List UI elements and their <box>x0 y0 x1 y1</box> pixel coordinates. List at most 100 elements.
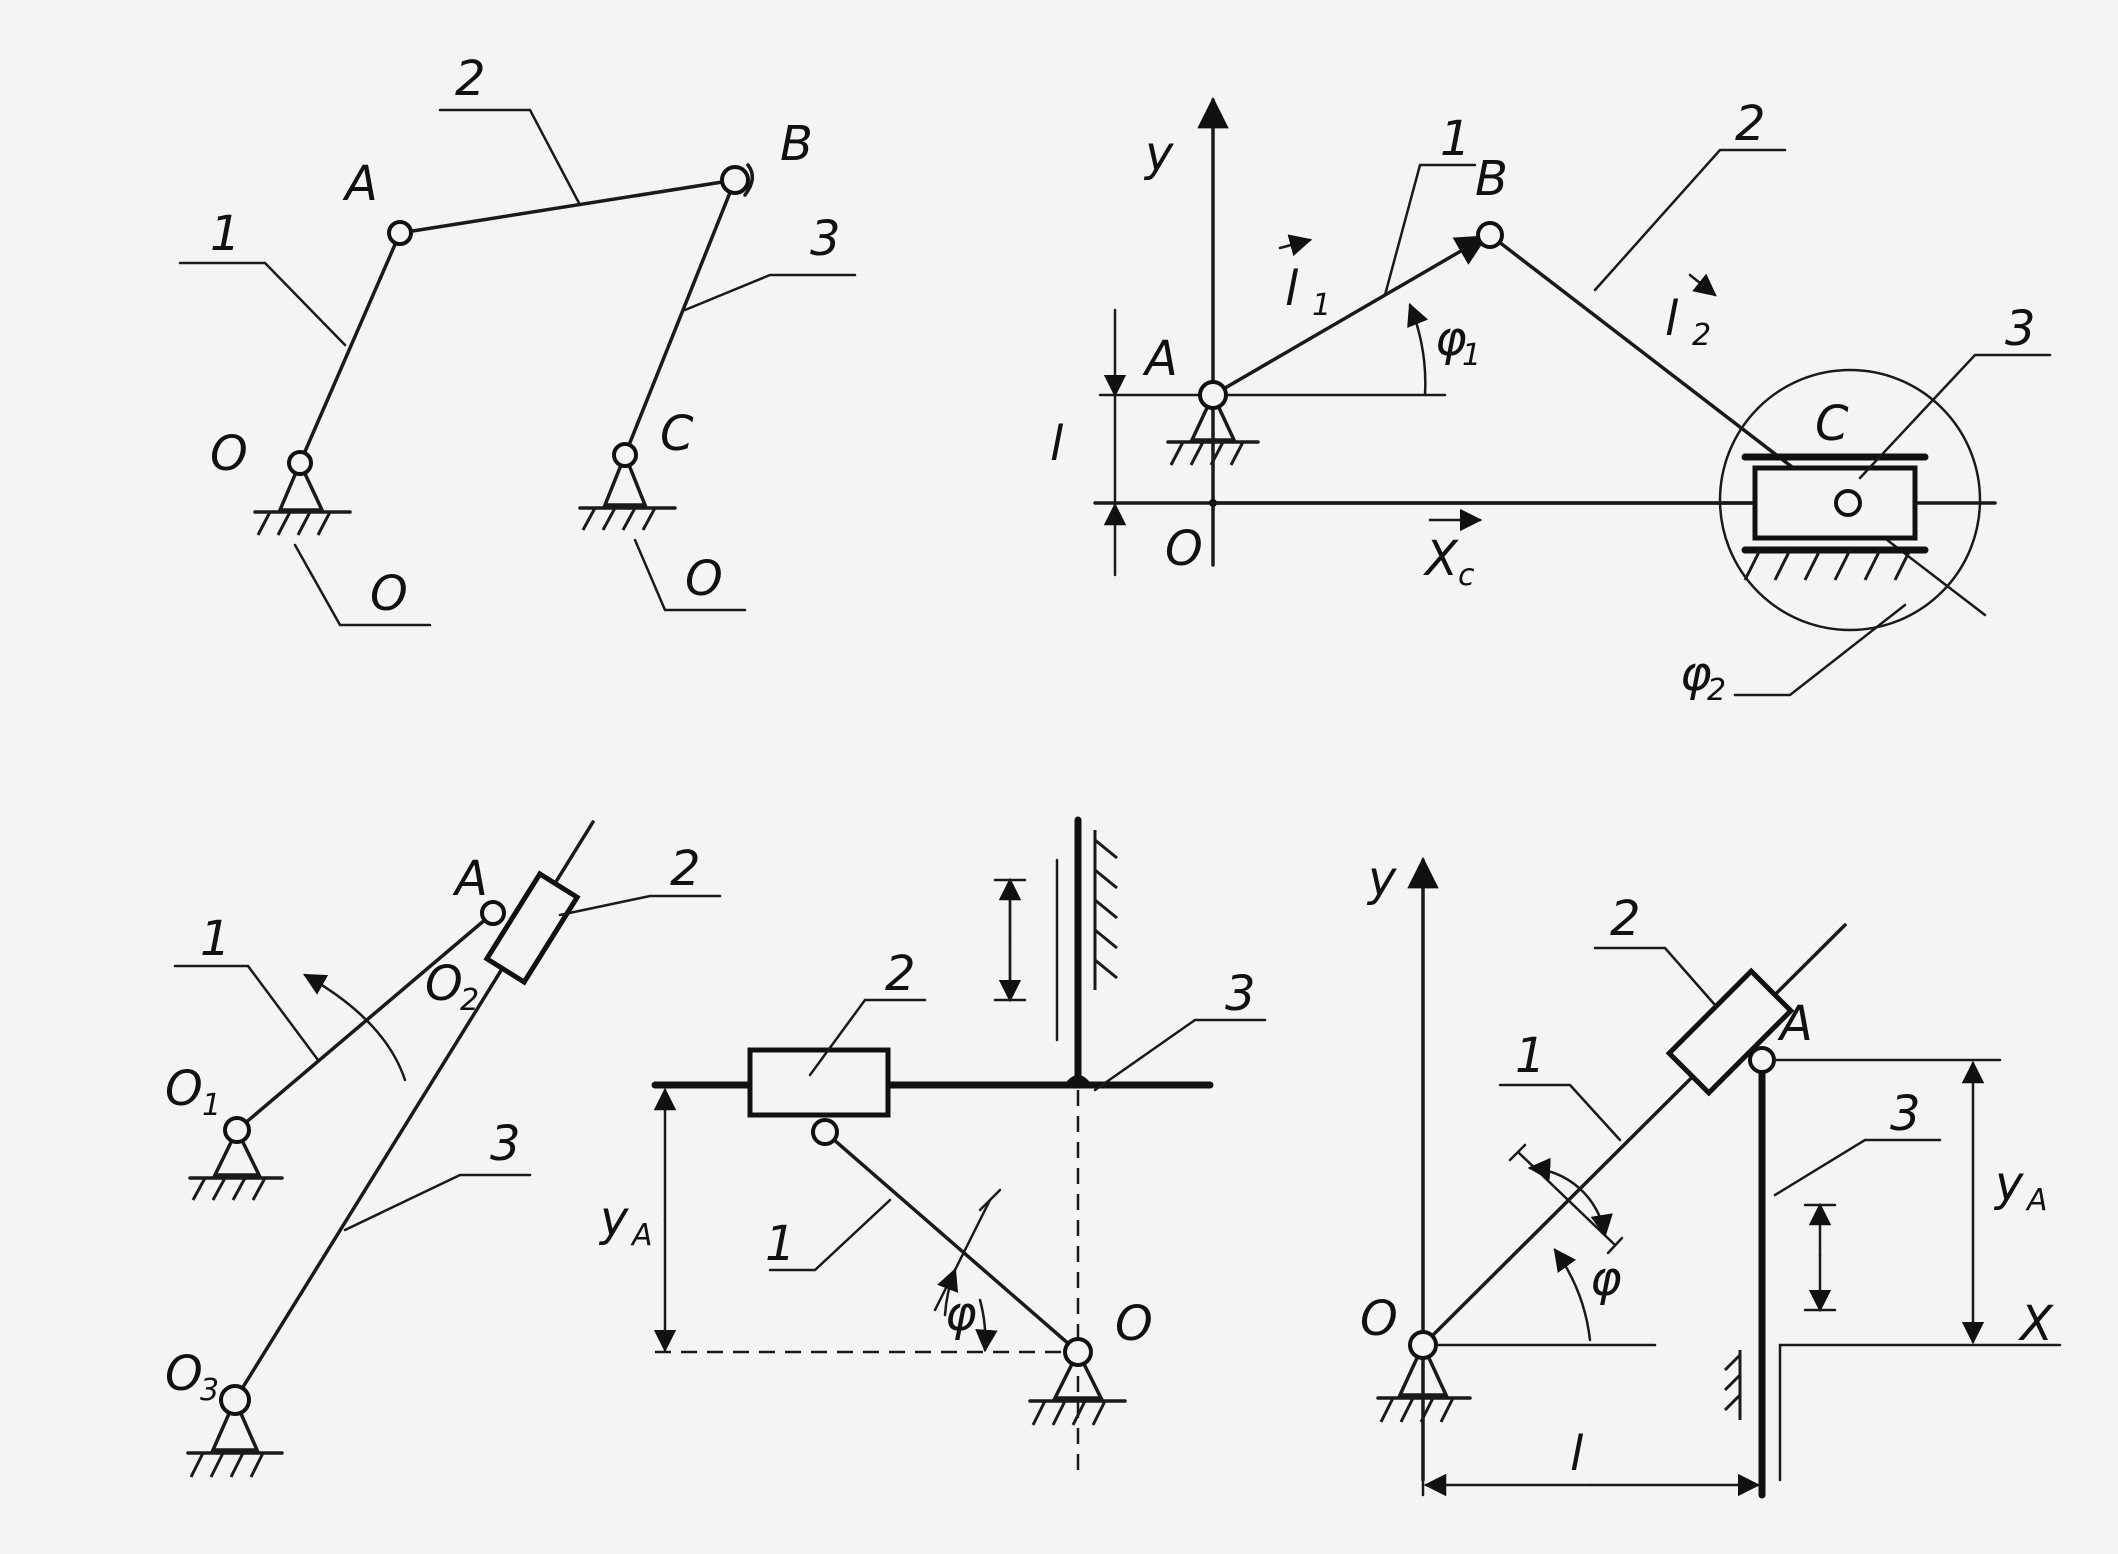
label-dim-l: l <box>1050 416 1064 472</box>
ground-support-o <box>1052 1348 1104 1400</box>
leader-link-3 <box>1858 353 2052 480</box>
label-joint-o: O <box>1360 1291 1398 1347</box>
label-link-3: 3 <box>1890 1086 1921 1142</box>
label-link-3: 3 <box>810 211 841 267</box>
label-angle-phi2: φ <box>1680 646 1712 702</box>
label-origin: O <box>1165 521 1203 577</box>
link-1-line <box>235 911 495 1132</box>
leader-link-2 <box>558 894 722 917</box>
label-o2: O <box>425 956 463 1012</box>
label-vec-l2: l <box>1665 291 1679 347</box>
label-link-1: 1 <box>1515 1028 1546 1084</box>
angle-phi-arc <box>1553 1248 1592 1342</box>
leader-ground-2 <box>633 538 747 612</box>
vec-l1-overarrow <box>1278 234 1313 257</box>
label-joint-b: B <box>1475 151 1508 207</box>
label-link-2: 2 <box>455 51 486 107</box>
leader-link-3 <box>683 273 857 312</box>
label-xc: X <box>1422 531 1459 587</box>
leader-angle-phi2 <box>1733 603 1907 697</box>
leader-ground-1 <box>293 543 432 627</box>
joint-b-circle <box>1476 221 1504 249</box>
label-ya: y <box>598 1191 629 1247</box>
joint-a-circle <box>387 220 413 246</box>
joint-a-circle <box>1748 1046 1776 1074</box>
label-link-2: 2 <box>670 841 701 897</box>
label-joint-o: O <box>210 426 248 482</box>
joint-o1-circle <box>223 1116 251 1144</box>
angle-phi1-arc <box>1407 302 1429 397</box>
label-joint-c: C <box>1815 396 1849 452</box>
label-angle-phi: φ <box>1590 1251 1622 1307</box>
label-o1-sub: 1 <box>202 1088 221 1123</box>
slider-block-2 <box>747 1047 891 1118</box>
label-link-3: 3 <box>1225 966 1256 1022</box>
label-angle-phi1: φ <box>1435 311 1467 367</box>
label-dim-l: l <box>1570 1426 1584 1482</box>
joint-o-circle <box>287 450 313 476</box>
vector-l1 <box>1211 235 1488 397</box>
label-link-2: 2 <box>1610 891 1641 947</box>
rod-joint <box>1064 1075 1092 1085</box>
label-link-1: 1 <box>210 206 241 262</box>
angle-phi-range-arc <box>1527 1157 1613 1238</box>
label-ground-1: O <box>370 566 408 622</box>
link-1-line <box>1421 923 1847 1347</box>
leader-link-1 <box>768 1198 892 1272</box>
label-link-1: 1 <box>1440 111 1471 167</box>
leader-link-2 <box>438 108 582 207</box>
leader-link-2 <box>1593 148 1787 292</box>
label-link-3: 3 <box>2005 301 2036 357</box>
label-joint-a: A <box>1142 331 1178 387</box>
leader-link-3 <box>1773 1138 1942 1197</box>
leader-link-2 <box>808 998 927 1077</box>
label-xc-sub: c <box>1458 558 1475 593</box>
ground-support-o1 <box>212 1126 262 1177</box>
ground-support-o3 <box>210 1395 260 1452</box>
joint-c-circle <box>612 442 638 468</box>
label-ya-sub: A <box>2025 1183 2048 1218</box>
vec-l2-overarrow <box>1688 273 1717 297</box>
ground-support-a <box>1189 390 1237 442</box>
label-joint-a: A <box>1777 996 1813 1052</box>
label-joint-a: A <box>342 156 378 212</box>
label-ya-sub: A <box>630 1218 653 1253</box>
leader-link-1 <box>1498 1083 1622 1142</box>
label-link-2: 2 <box>885 946 916 1002</box>
joint-c-circle <box>1834 489 1862 517</box>
label-angle-phi1-sub: 1 <box>1462 338 1481 373</box>
link-3-line <box>623 178 737 457</box>
label-o3-sub: 3 <box>200 1373 219 1408</box>
detail-circle <box>1718 368 1982 632</box>
label-axis-y: y <box>1143 126 1174 182</box>
joint-o-circle <box>1063 1337 1093 1367</box>
diagram-sliding-yoke: 2 3 1 O y A φ <box>598 816 1267 1470</box>
ground-support-o <box>1397 1340 1449 1397</box>
leader-link-1 <box>173 964 320 1062</box>
label-ya: y <box>1993 1156 2024 1212</box>
leader-link-2 <box>1593 946 1717 1007</box>
ground-support-right <box>578 442 677 531</box>
leader-link-1 <box>178 261 347 347</box>
label-link-1: 1 <box>765 1216 796 1272</box>
label-ground-2: O <box>685 551 723 607</box>
joint-o-circle <box>1408 1330 1438 1360</box>
slider-block-2 <box>483 870 581 986</box>
link-1-line <box>298 231 402 465</box>
frame-step <box>1778 1343 2062 1482</box>
joint-o3-circle <box>219 1384 251 1416</box>
leader-link-3 <box>1093 1018 1267 1092</box>
label-joint-b: B <box>780 116 813 172</box>
label-vec-l1: l <box>1285 261 1299 317</box>
label-o2-sub: 2 <box>460 983 479 1018</box>
label-angle-phi2-sub: 2 <box>1707 673 1726 708</box>
label-link-3: 3 <box>490 1116 521 1172</box>
ground-support-left <box>253 450 352 536</box>
joint-slider-circle <box>811 1118 839 1146</box>
label-o3: O <box>165 1346 203 1402</box>
label-o1: O <box>165 1061 203 1117</box>
diagram-slider-crank-vectors: y A B C O 1 2 3 l 1 l 2 φ 1 φ 2 l X c <box>1050 96 2052 708</box>
joint-b-mark <box>743 163 755 197</box>
rotation-arrow <box>303 973 407 1082</box>
